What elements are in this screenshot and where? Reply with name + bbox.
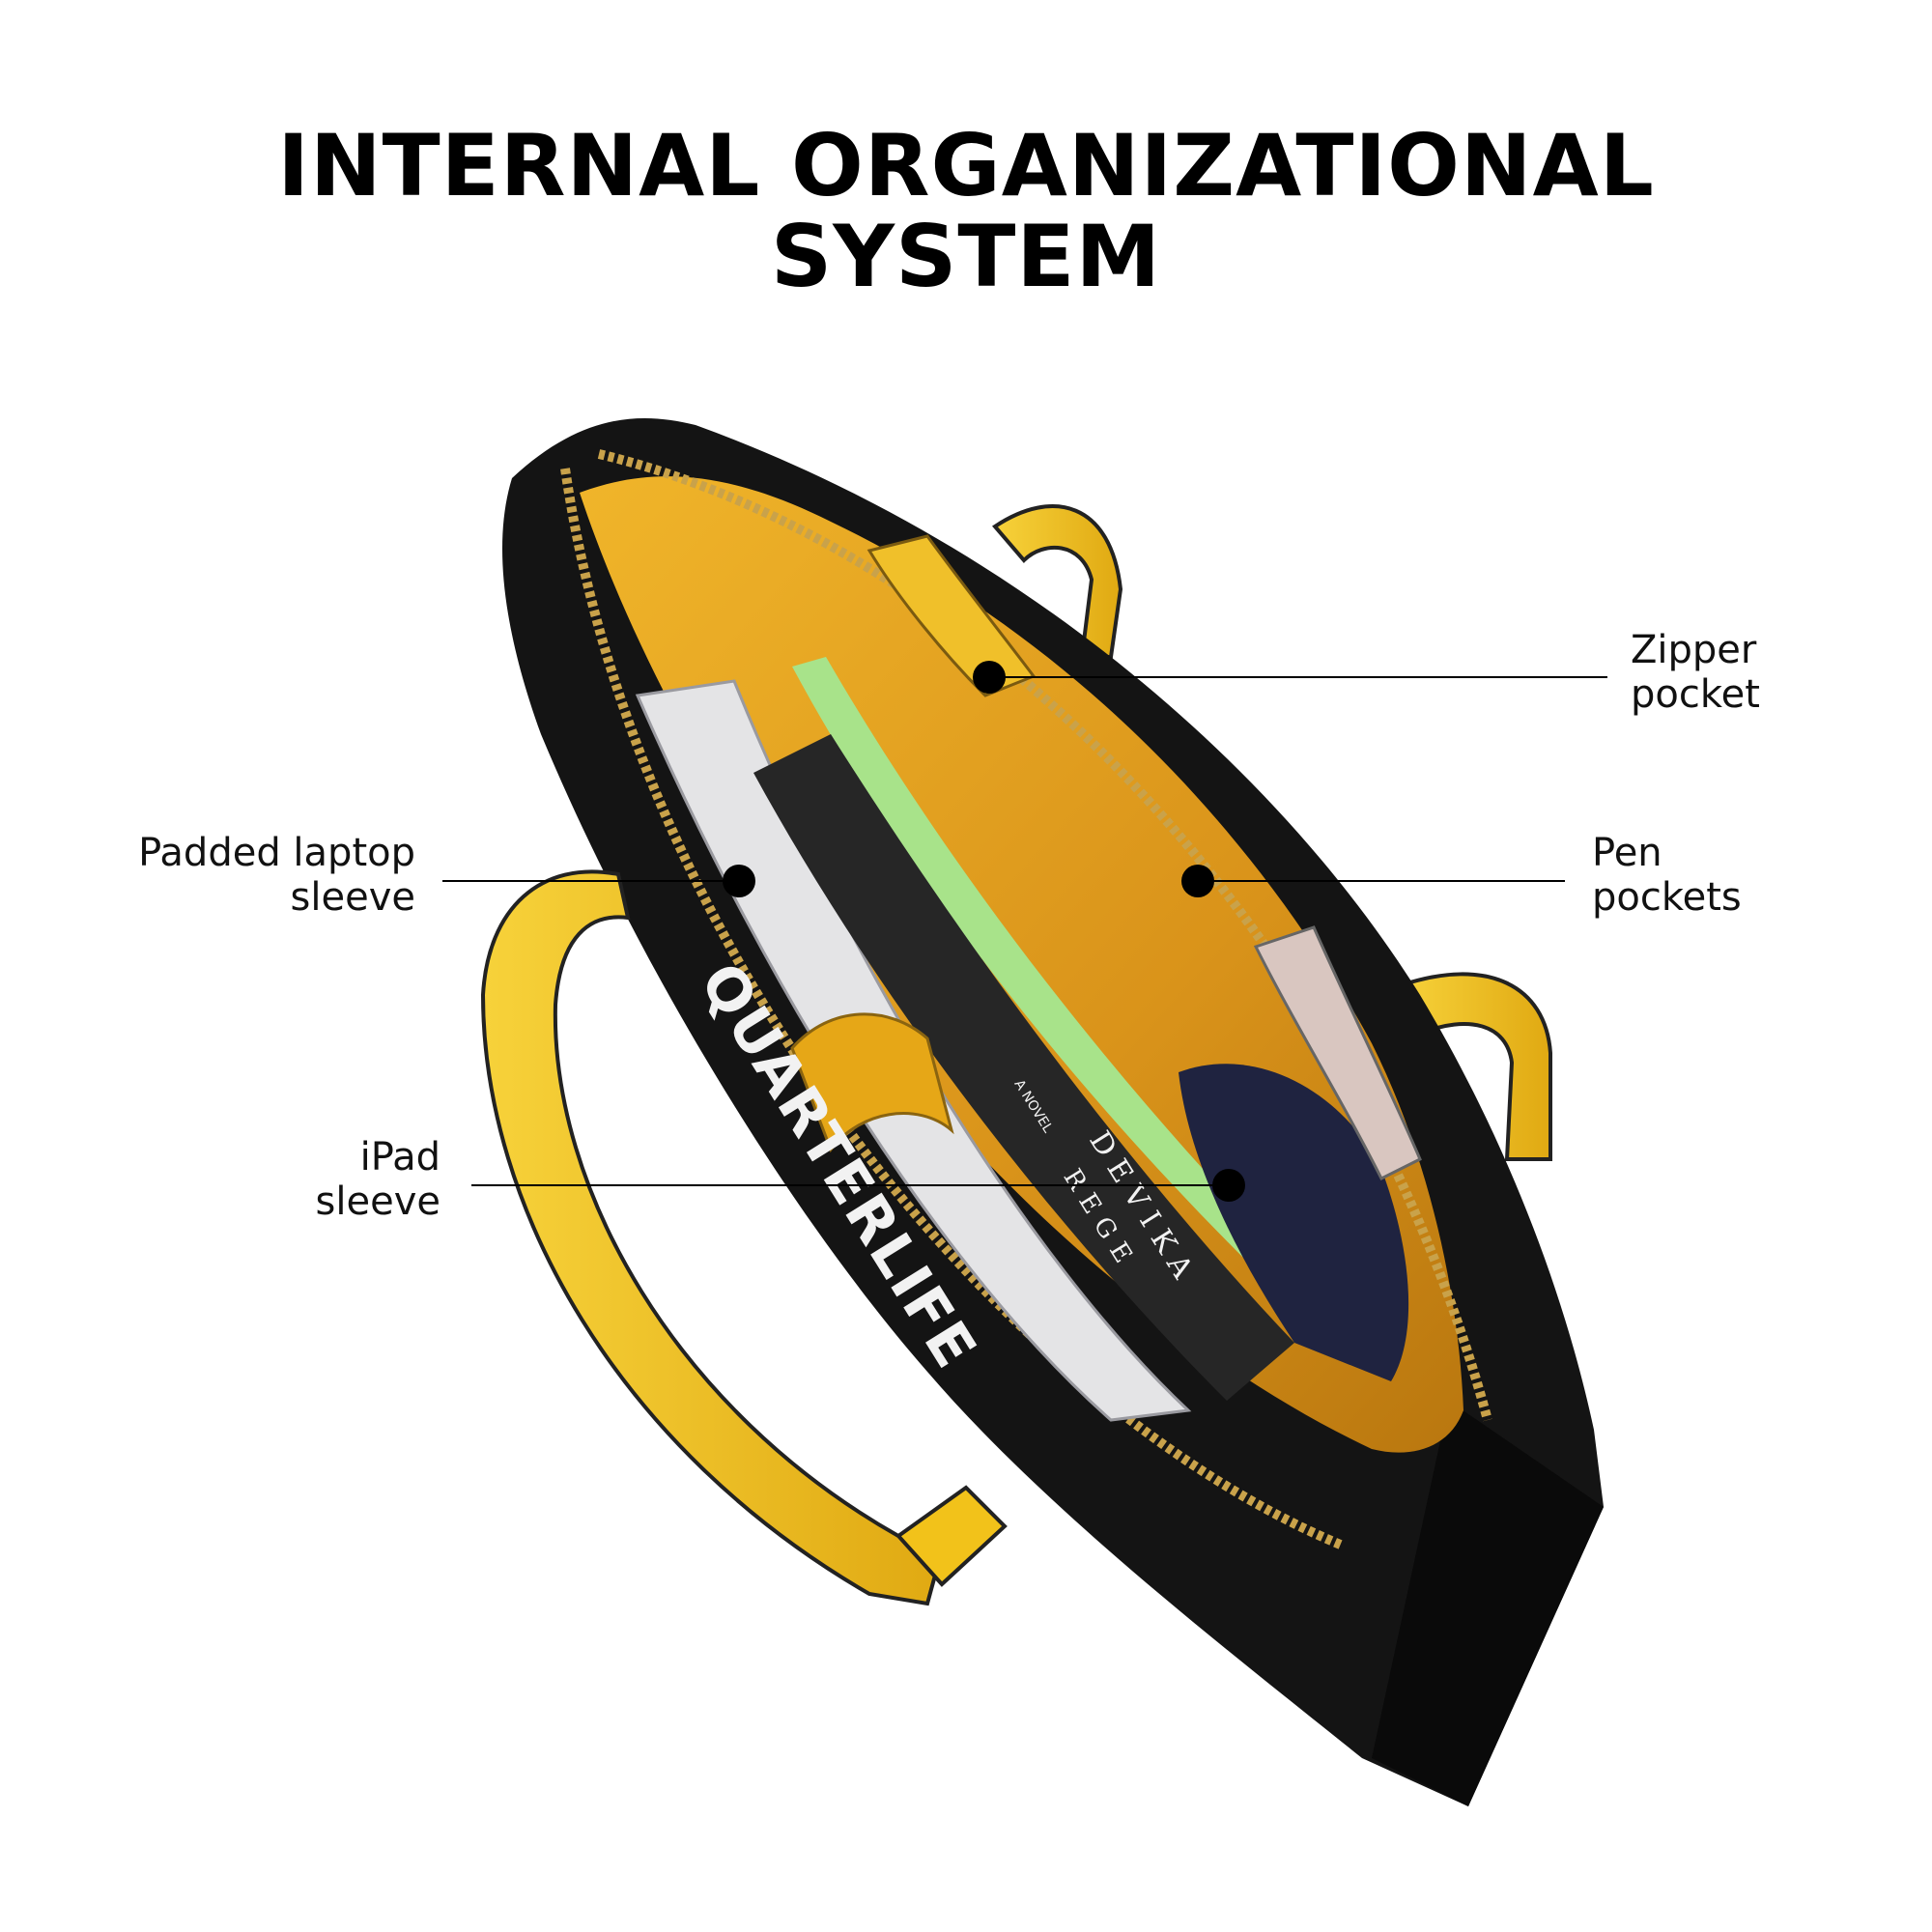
title-line-2: SYSTEM xyxy=(770,207,1162,306)
green-binder xyxy=(792,657,1372,1362)
bag-side-panel xyxy=(1372,1401,1604,1806)
callout-leader-zipper-pocket xyxy=(989,676,1607,678)
elastic-strap xyxy=(790,1012,954,1153)
left-handle-tab xyxy=(895,1485,1008,1587)
book xyxy=(753,734,1294,1401)
title-line-1: INTERNAL ORGANIZATIONAL xyxy=(277,116,1655,215)
navy-pouch xyxy=(1179,1064,1409,1381)
notebook xyxy=(1253,925,1422,1181)
right-handle xyxy=(1398,972,1552,1161)
callout-leader-pen-pockets xyxy=(1198,880,1565,882)
callout-leader-padded-laptop-sleeve xyxy=(442,880,739,882)
back-handle xyxy=(992,504,1123,659)
zipper-track-right xyxy=(597,449,1492,1422)
left-handle xyxy=(480,869,945,1606)
callout-leader-ipad-sleeve xyxy=(471,1184,1229,1186)
zipper-track-left xyxy=(560,468,1345,1550)
page-title: INTERNAL ORGANIZATIONAL SYSTEM xyxy=(0,121,1932,302)
